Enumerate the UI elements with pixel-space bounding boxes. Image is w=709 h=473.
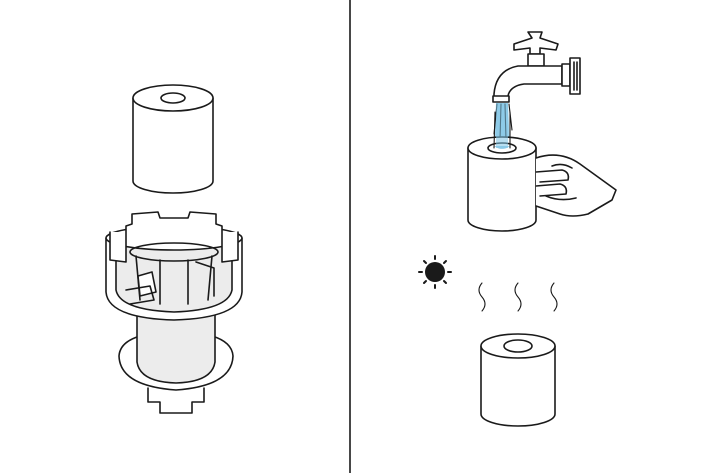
filter-sponge-icon: [132, 84, 214, 194]
filter-cup-icon: [467, 103, 537, 232]
dry-filter-icon: [480, 333, 556, 427]
left-panel: [105, 84, 243, 414]
filter-housing-icon: [105, 211, 243, 414]
faucet-icon: [492, 31, 581, 103]
sun-icon: [418, 255, 452, 289]
heat-waves-icon: [478, 282, 558, 312]
right-panel: [418, 31, 617, 427]
hand-icon: [535, 154, 617, 217]
